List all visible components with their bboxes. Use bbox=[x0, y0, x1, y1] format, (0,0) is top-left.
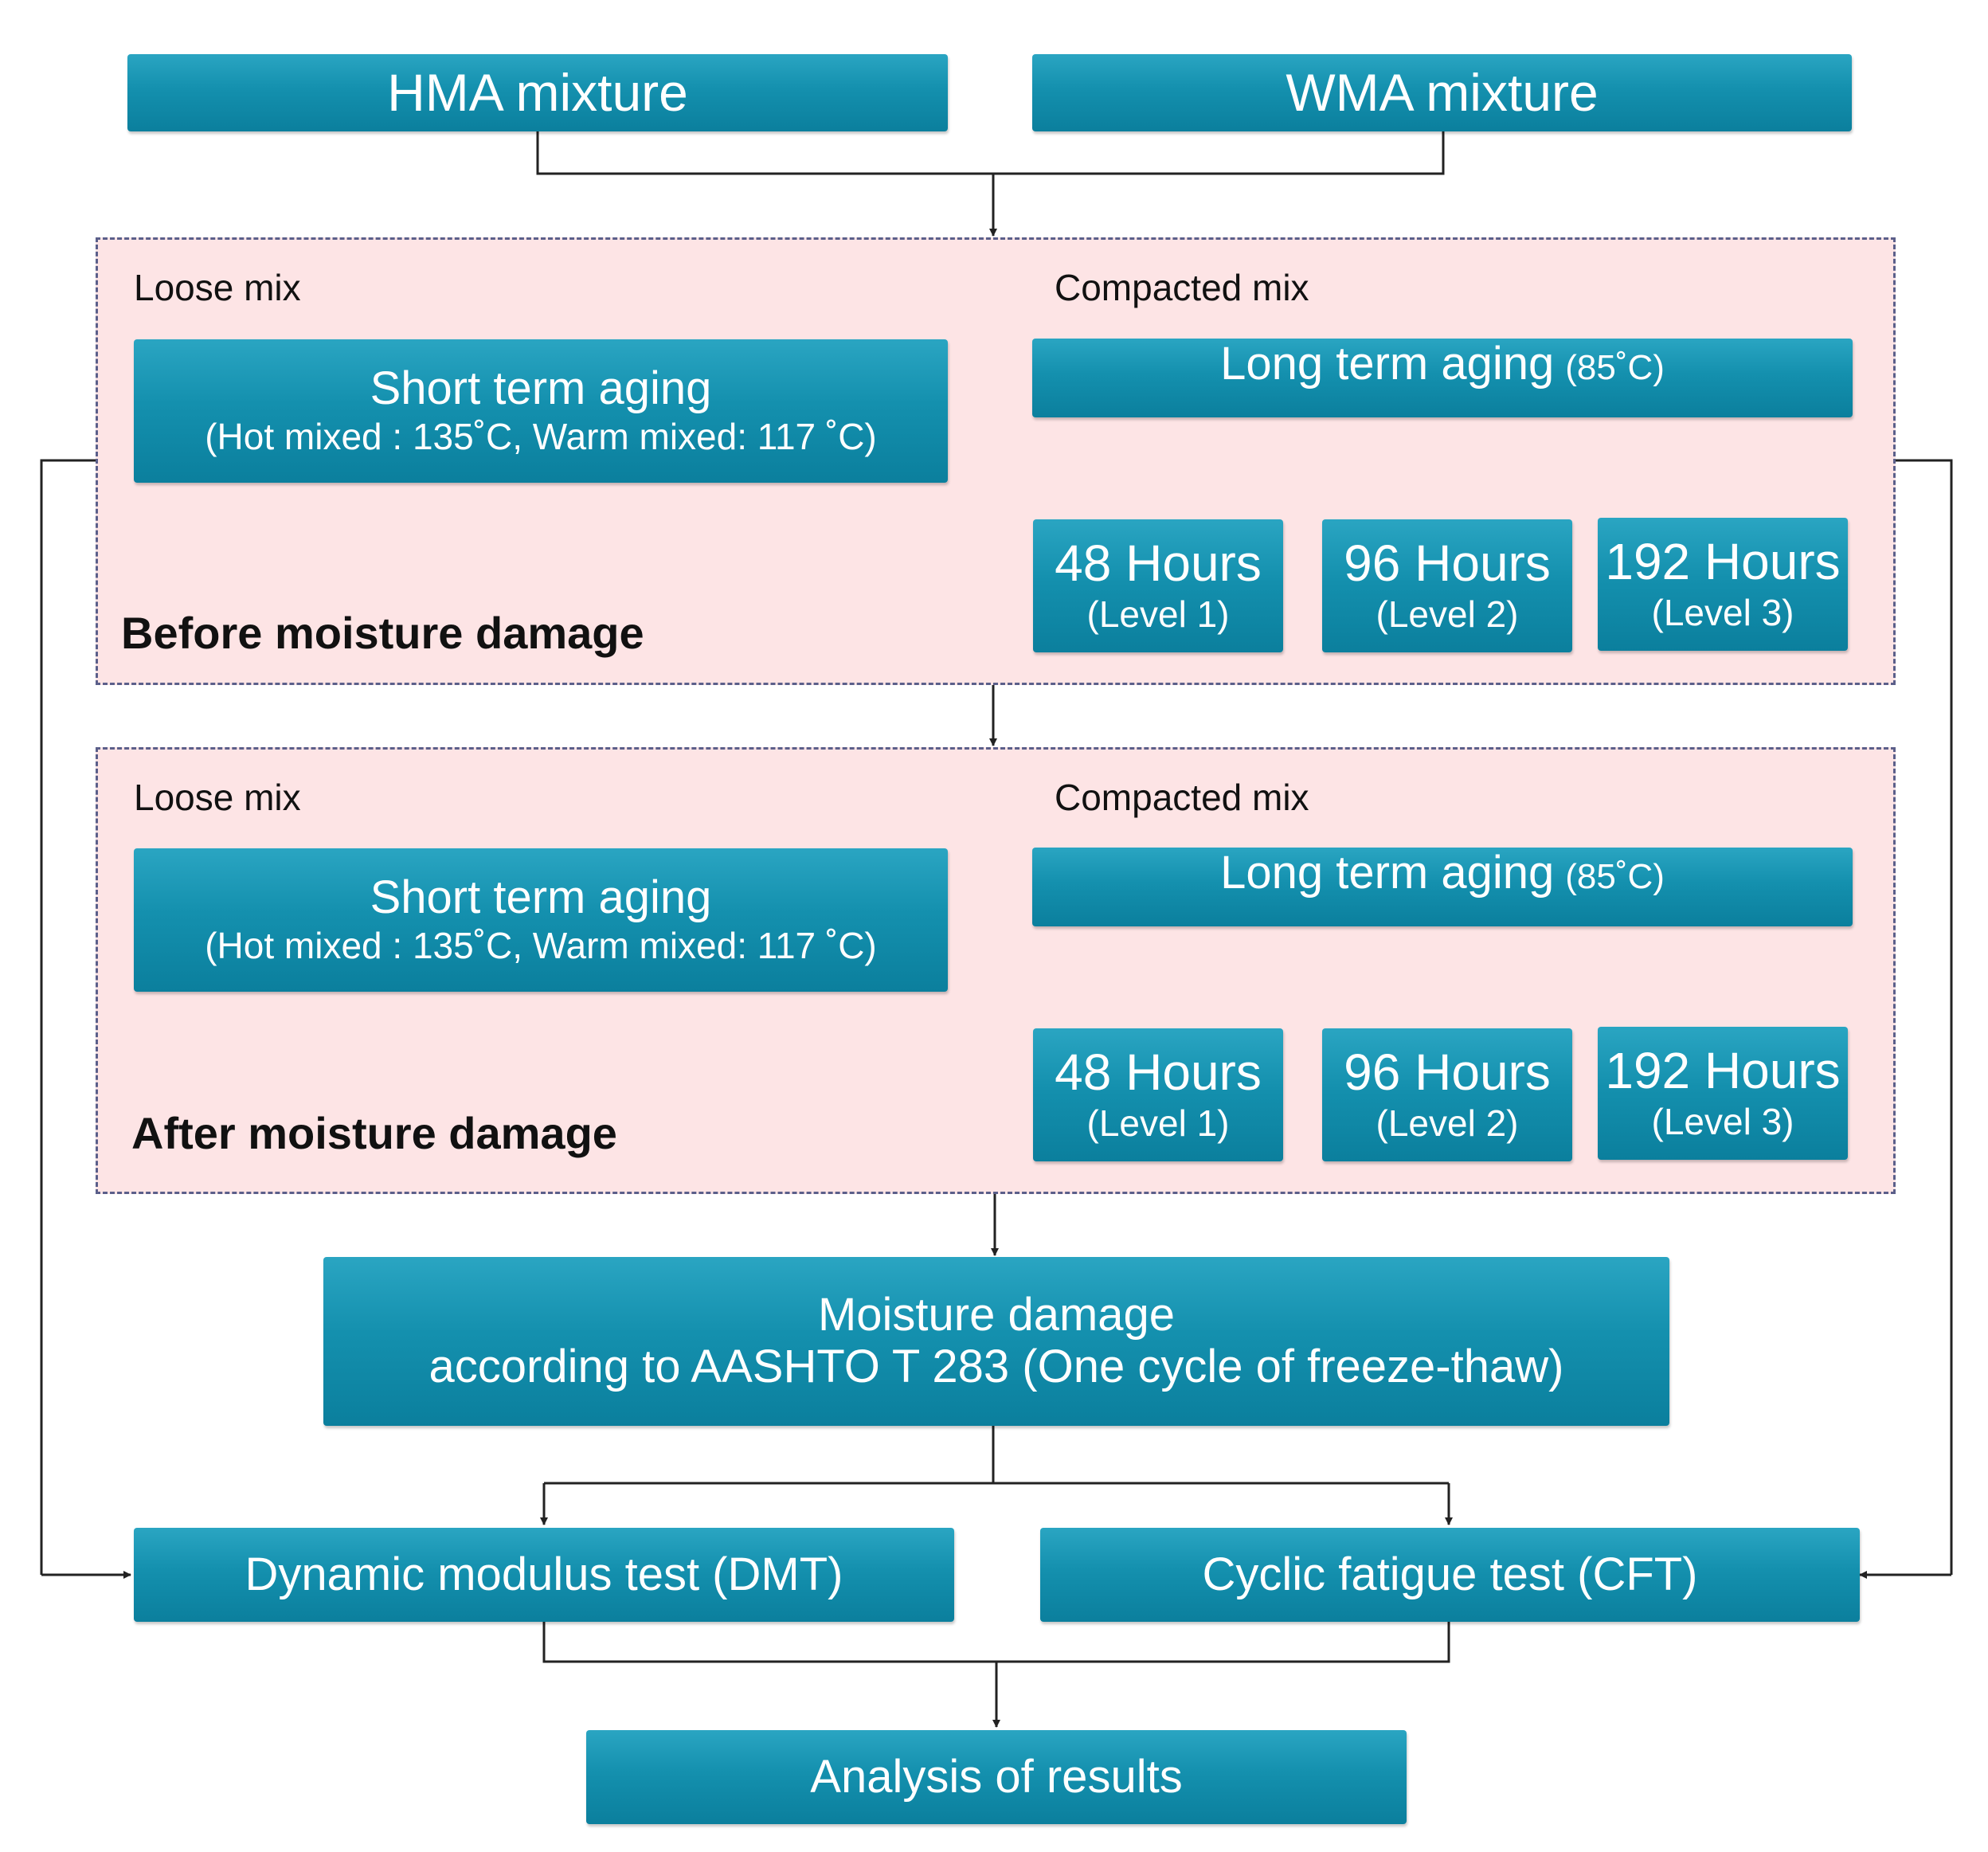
level-1-label: (Level 1) bbox=[1086, 593, 1230, 635]
loose-mix-label: Loose mix bbox=[134, 777, 301, 818]
hma-mixture-box: HMA mixture bbox=[127, 54, 948, 131]
level-1-label: (Level 1) bbox=[1086, 1102, 1230, 1144]
short-term-aging-box: Short term aging (Hot mixed : 135˚C, War… bbox=[134, 848, 948, 992]
cft-label: Cyclic fatigue test (CFT) bbox=[1202, 1548, 1698, 1600]
long-term-aging-title: Long term aging bbox=[1220, 338, 1555, 390]
level-2-box: 96 Hours (Level 2) bbox=[1322, 519, 1572, 652]
level-2-box: 96 Hours (Level 2) bbox=[1322, 1028, 1572, 1161]
cft-box: Cyclic fatigue test (CFT) bbox=[1040, 1528, 1860, 1622]
connector-inputs-merge bbox=[536, 131, 1445, 175]
short-term-aging-detail: (Hot mixed : 135˚C, Warm mixed: 117 ˚C) bbox=[205, 924, 877, 966]
level-3-label: (Level 3) bbox=[1651, 1100, 1794, 1142]
loose-mix-label: Loose mix bbox=[134, 267, 301, 308]
connector-tests-merge bbox=[542, 1622, 1450, 1663]
moisture-damage-title: Moisture damage bbox=[817, 1289, 1176, 1341]
level-2-hours: 96 Hours bbox=[1344, 534, 1551, 593]
level-1-box: 48 Hours (Level 1) bbox=[1033, 1028, 1283, 1161]
before-moisture-panel bbox=[96, 237, 1896, 685]
short-term-aging-title: Short term aging bbox=[370, 362, 712, 414]
level-3-box: 192 Hours (Level 3) bbox=[1598, 1027, 1848, 1160]
long-term-aging-title: Long term aging bbox=[1220, 847, 1555, 899]
level-3-box: 192 Hours (Level 3) bbox=[1598, 518, 1848, 651]
dmt-label: Dynamic modulus test (DMT) bbox=[245, 1548, 843, 1600]
level-2-label: (Level 2) bbox=[1376, 593, 1519, 635]
level-3-hours: 192 Hours bbox=[1605, 1042, 1841, 1100]
wma-mixture-label: WMA mixture bbox=[1286, 62, 1599, 122]
short-term-aging-title: Short term aging bbox=[370, 871, 712, 923]
moisture-damage-method: according to AASHTO T 283 (One cycle of … bbox=[429, 1341, 1564, 1392]
compacted-mix-label: Compacted mix bbox=[1055, 777, 1309, 818]
analysis-results-label: Analysis of results bbox=[810, 1750, 1183, 1803]
long-term-aging-box: Long term aging (85˚C) bbox=[1032, 338, 1853, 417]
compacted-mix-label: Compacted mix bbox=[1055, 267, 1309, 308]
wma-mixture-box: WMA mixture bbox=[1032, 54, 1852, 131]
hma-mixture-label: HMA mixture bbox=[387, 62, 688, 122]
level-1-hours: 48 Hours bbox=[1055, 534, 1262, 593]
moisture-damage-box: Moisture damage according to AASHTO T 28… bbox=[323, 1257, 1669, 1426]
level-3-hours: 192 Hours bbox=[1605, 533, 1841, 591]
after-moisture-heading: After moisture damage bbox=[131, 1108, 617, 1158]
short-term-aging-detail: (Hot mixed : 135˚C, Warm mixed: 117 ˚C) bbox=[205, 415, 877, 457]
dmt-box: Dynamic modulus test (DMT) bbox=[134, 1528, 954, 1622]
analysis-results-box: Analysis of results bbox=[586, 1730, 1407, 1824]
short-term-aging-box: Short term aging (Hot mixed : 135˚C, War… bbox=[134, 339, 948, 483]
connector-right-bypass bbox=[1896, 459, 1953, 1575]
long-term-aging-temp: (85˚C) bbox=[1565, 348, 1665, 387]
level-2-hours: 96 Hours bbox=[1344, 1043, 1551, 1102]
long-term-aging-temp: (85˚C) bbox=[1565, 857, 1665, 896]
long-term-aging-box: Long term aging (85˚C) bbox=[1032, 847, 1853, 926]
connector-left-bypass bbox=[40, 459, 96, 1575]
level-1-hours: 48 Hours bbox=[1055, 1043, 1262, 1102]
level-2-label: (Level 2) bbox=[1376, 1102, 1519, 1144]
before-moisture-heading: Before moisture damage bbox=[121, 608, 644, 658]
level-1-box: 48 Hours (Level 1) bbox=[1033, 519, 1283, 652]
level-3-label: (Level 3) bbox=[1651, 591, 1794, 633]
